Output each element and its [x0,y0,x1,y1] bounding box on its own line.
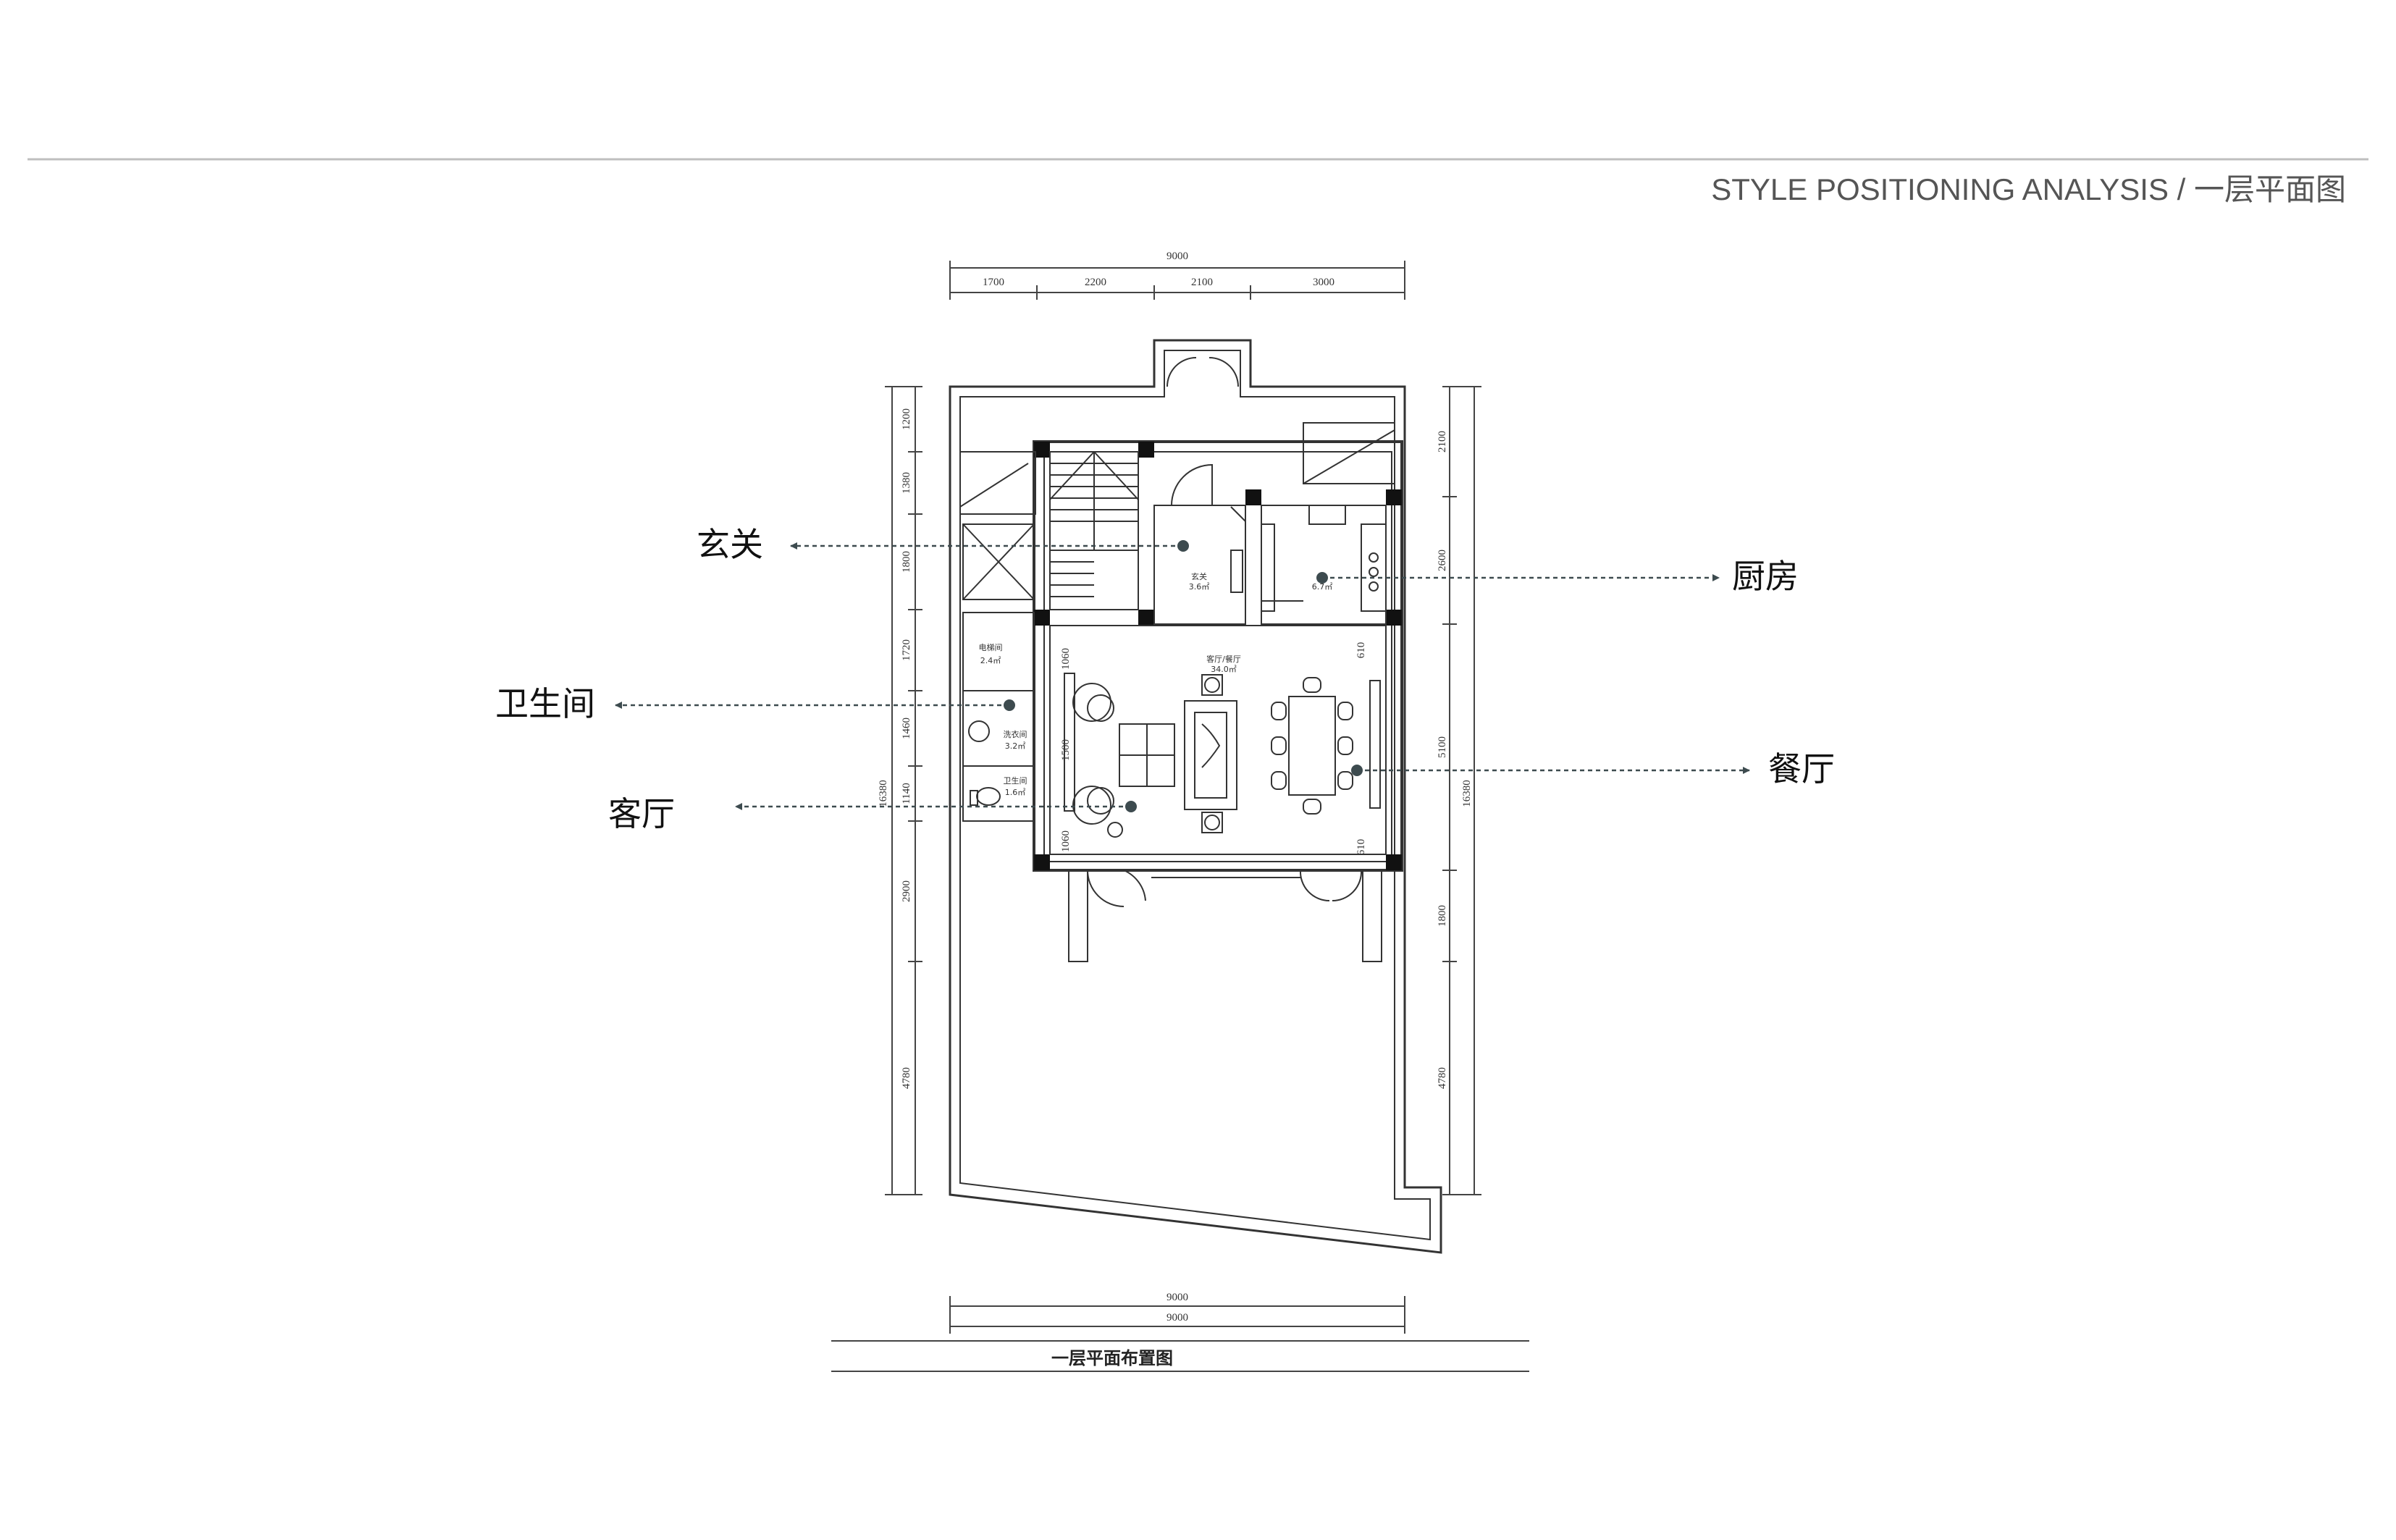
building-inner [1043,451,1392,862]
dim-inner-left-2: 1500 [1060,739,1072,761]
callout-kitchen: 厨房 [1732,557,1799,596]
page-title: STYLE POSITIONING ANALYSIS / 一层平面图 [1711,172,2346,206]
service-rooms [959,451,1036,822]
callout-dining: 餐厅 [1768,749,1835,788]
dim-bottom-2: 9000 [1167,1312,1188,1324]
terrace-doors [1068,870,1382,962]
room-living-area: 34.0㎡ [1211,665,1237,674]
room-kitchen-area: 6.7㎡ [1312,582,1333,592]
dim-right-total: 16380 [1461,780,1473,807]
room-wash-area: 3.2㎡ [1005,741,1026,751]
dim-right-2: 2600 [1437,550,1448,571]
room-living-label: 客厅/餐厅 [1206,654,1241,664]
site-boundary-inner [959,350,1431,1241]
dim-left-6: 1140 [901,783,912,804]
room-labels: 玄关 3.6㎡ 6.7㎡ 电梯间 2.4㎡ 洗衣间 3.2㎡ 卫生间 1.6㎡ … [979,571,1333,797]
room-wc-area: 1.6㎡ [1005,788,1026,797]
room-entry-label: 玄关 [1191,571,1207,581]
dim-left-5: 1460 [901,718,912,739]
dim-top-2: 2200 [1085,277,1106,288]
dim-left-2: 1380 [901,472,912,494]
dim-right-4: 1800 [1437,905,1448,927]
room-utility-area: 2.4㎡ [980,656,1001,665]
dim-top-total: 9000 [1167,251,1188,262]
columns [1034,442,1402,870]
dim-right-1: 2100 [1437,431,1448,453]
dot-bathroom [1004,699,1015,711]
room-utility-label: 电梯间 [979,643,1003,652]
dim-top-1: 1700 [983,277,1004,288]
room-wc-label: 卫生间 [1004,775,1027,786]
dim-inner-right-2: 610 [1355,839,1367,856]
dimensions [831,261,1529,1372]
callout-dots [1004,540,1363,812]
kitchen-room [1261,422,1395,625]
room-entry-area: 3.6㎡ [1189,582,1210,592]
dim-inner-left-1: 1060 [1060,648,1072,670]
dot-living [1125,801,1137,812]
dining-chairs [1271,677,1353,815]
callout-labels: 玄关 厨房 卫生间 餐厅 客厅 [495,525,1835,833]
dim-left-4: 1720 [901,639,912,661]
dim-right-3: 5100 [1437,736,1448,758]
dimension-labels: 9000 1700 2200 2100 3000 9000 9000 1200 … [878,251,1473,1324]
living-dining-room [1049,625,1387,855]
dim-left-7: 2900 [901,880,912,902]
dot-entry [1177,540,1189,552]
dim-left-8: 4780 [901,1067,912,1089]
callout-living: 客厅 [608,794,675,833]
dim-inner-left-3: 1060 [1060,830,1072,852]
dim-left-1: 1200 [901,408,912,430]
dim-left-total: 16380 [878,780,889,807]
callout-entry: 玄关 [697,525,763,564]
dot-dining [1351,765,1363,776]
floor-plan [949,339,1442,1254]
entry-room [1153,463,1246,625]
dim-inner-right-1: 610 [1355,642,1367,659]
dim-left-3: 1800 [901,551,912,573]
plan-caption: 一层平面布置图 [1051,1348,1173,1368]
dim-top-3: 2100 [1191,277,1213,288]
dim-bottom-1: 9000 [1167,1292,1188,1303]
front-doors [1167,357,1239,387]
site-boundary [949,339,1442,1254]
callout-bathroom: 卫生间 [495,684,595,723]
dot-kitchen [1316,572,1328,584]
dim-top-4: 3000 [1313,277,1334,288]
room-wash-label: 洗衣间 [1004,729,1027,739]
stairs [1049,451,1139,610]
dim-right-5: 4780 [1437,1067,1448,1089]
callout-leaders [615,542,1750,810]
